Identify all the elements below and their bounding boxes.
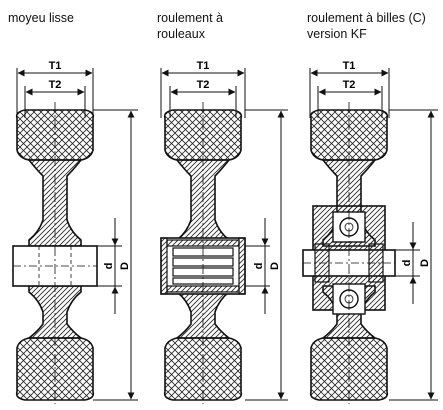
t1-label-roller: T1	[197, 60, 210, 72]
d-label-ball: d	[401, 260, 413, 267]
d-label-plain: d	[103, 263, 115, 270]
ball-bearing-wheel	[302, 102, 396, 404]
D-label-plain: D	[119, 262, 131, 270]
D-label-ball: D	[419, 259, 431, 267]
roller-bearing-wheel	[160, 102, 246, 404]
t1-label-plain: T1	[49, 60, 62, 72]
t2-label-ball: T2	[343, 79, 356, 91]
caption-roller-bearing: roulement à rouleaux	[157, 11, 224, 41]
caption-plain-hub: moyeu lisse	[8, 11, 74, 25]
D-label-roller: D	[269, 262, 281, 270]
dimension-lines	[16, 68, 438, 401]
d-label-roller: d	[253, 263, 265, 270]
t1-label-ball: T1	[343, 60, 356, 72]
t2-label-plain: T2	[49, 79, 62, 91]
t2-label-roller: T2	[197, 79, 210, 91]
plain-hub-wheel	[12, 102, 98, 404]
caption-ball-bearing: roulement à billes (C) version KF	[307, 11, 426, 41]
